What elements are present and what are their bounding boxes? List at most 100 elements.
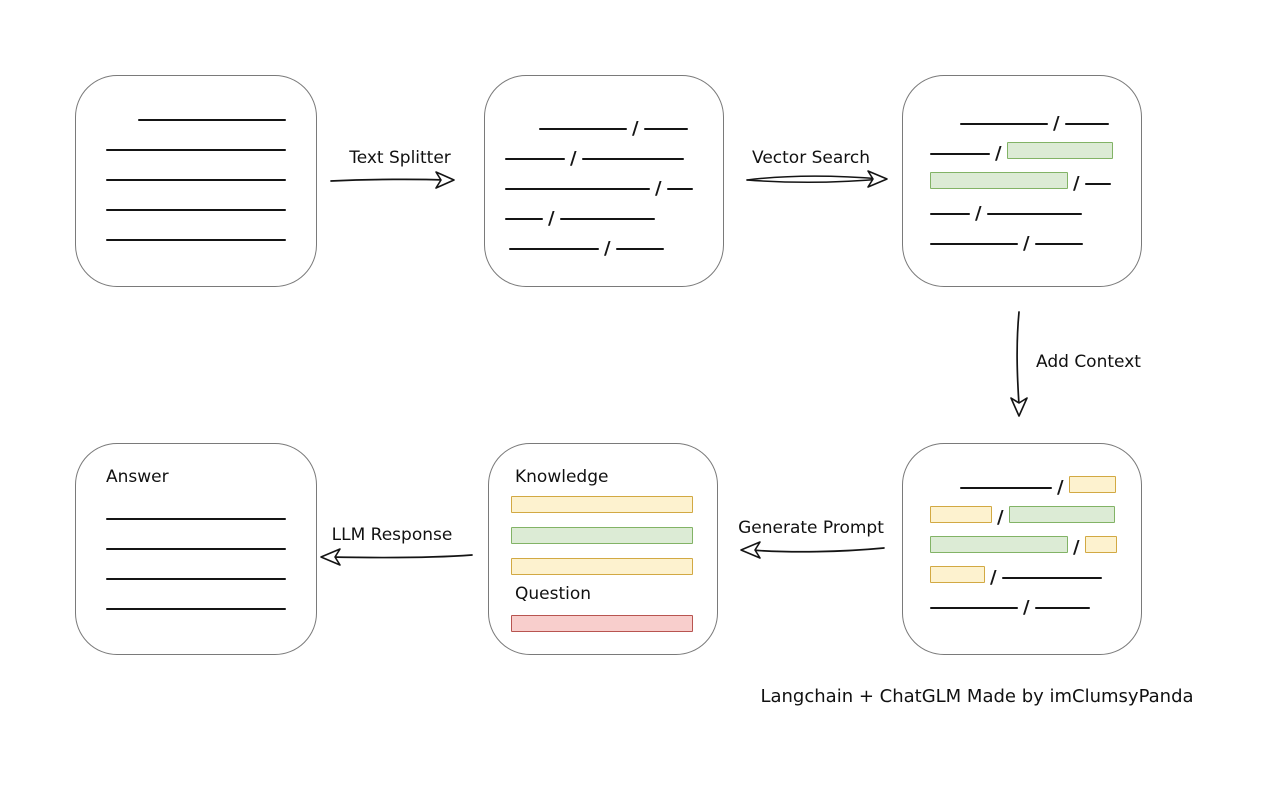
text-row (511, 527, 717, 544)
text-line (930, 243, 1018, 245)
document-rows (76, 76, 316, 245)
prompt-box: Knowledge Question (488, 443, 718, 655)
text-line (643, 128, 688, 130)
text-line (1034, 607, 1090, 609)
text-row: / (505, 147, 723, 169)
context-box: / / / / / (902, 443, 1142, 655)
text-row (106, 108, 316, 125)
slash-separator: / (655, 178, 662, 199)
text-line (106, 518, 286, 520)
text-line (505, 218, 543, 220)
text-row (106, 168, 316, 185)
indent-spacer (505, 133, 539, 134)
chunk-yellow (1068, 476, 1116, 493)
vector-search-label: Vector Search (752, 148, 870, 168)
text-row: / (505, 207, 723, 229)
text-line (106, 149, 286, 151)
text-row: / (930, 232, 1141, 254)
text-line (106, 179, 286, 181)
split-text-box: / / / / / (484, 75, 724, 287)
text-row: / (930, 476, 1141, 498)
text-line (666, 188, 693, 190)
chunk-yellow (1084, 536, 1117, 553)
text-line (1084, 183, 1111, 185)
answer-box: Answer (75, 443, 317, 655)
text-line (505, 188, 650, 190)
vector-search-arrow (746, 170, 888, 188)
slash-separator: / (604, 238, 611, 259)
chunk-green (511, 527, 693, 544)
text-line (138, 119, 286, 121)
text-row: / (930, 566, 1141, 588)
indent-spacer (505, 253, 509, 254)
text-line (581, 158, 684, 160)
chunk-yellow (511, 558, 693, 575)
chunk-yellow (511, 496, 693, 513)
text-line (106, 608, 286, 610)
indent-spacer (106, 124, 138, 125)
text-line (1064, 123, 1109, 125)
knowledge-bars (511, 496, 717, 575)
text-line (1034, 243, 1083, 245)
text-row (106, 537, 316, 554)
text-line (106, 209, 286, 211)
generate-prompt-label: Generate Prompt (738, 518, 884, 538)
slash-separator: / (632, 118, 639, 139)
text-row (511, 615, 717, 632)
text-row: / (930, 172, 1141, 193)
slash-separator: / (997, 507, 1004, 528)
chunk-green (1008, 506, 1115, 523)
llm-response-arrow (320, 548, 473, 566)
slash-separator: / (975, 203, 982, 224)
add-context-arrow (1010, 311, 1028, 417)
slash-separator: / (1053, 113, 1060, 134)
generate-prompt-arrow (740, 541, 885, 559)
text-row: / (930, 112, 1141, 134)
text-row: / (505, 237, 723, 259)
question-bar (511, 615, 717, 632)
chunk-yellow (930, 566, 985, 583)
slash-separator: / (570, 148, 577, 169)
text-line (505, 158, 565, 160)
text-splitter-arrow (330, 171, 455, 189)
text-line (960, 123, 1048, 125)
text-row (106, 597, 316, 614)
add-context-label: Add Context (1036, 352, 1141, 372)
text-row (106, 567, 316, 584)
vector-store-rows: / / / / / (903, 76, 1141, 254)
text-row: / (930, 202, 1141, 224)
context-rows: / / / / / (903, 444, 1141, 617)
text-line (539, 128, 627, 130)
text-line (559, 218, 655, 220)
text-line (960, 487, 1052, 489)
chunk-yellow (930, 506, 992, 523)
text-line (106, 239, 286, 241)
slash-separator: / (1073, 537, 1080, 558)
text-line (615, 248, 664, 250)
text-line (986, 213, 1082, 215)
slash-separator: / (1023, 233, 1030, 254)
knowledge-label: Knowledge (515, 467, 609, 487)
document-box (75, 75, 317, 287)
answer-label: Answer (106, 467, 169, 487)
text-row: / (930, 142, 1141, 164)
text-row (106, 138, 316, 155)
text-line (106, 548, 286, 550)
indent-spacer (930, 492, 960, 493)
slash-separator: / (990, 567, 997, 588)
text-line (509, 248, 599, 250)
text-row: / (930, 596, 1141, 617)
question-label: Question (515, 584, 592, 604)
diagram-caption: Langchain + ChatGLM Made by imClumsyPand… (760, 686, 1194, 707)
vector-store-box: / / / / / (902, 75, 1142, 287)
slash-separator: / (1057, 477, 1064, 498)
text-line (930, 213, 970, 215)
indent-spacer (930, 128, 960, 129)
split-text-rows: / / / / / (485, 76, 723, 259)
chunk-red (511, 615, 693, 632)
slash-separator: / (995, 143, 1002, 164)
slash-separator: / (548, 208, 555, 229)
text-row (106, 228, 316, 245)
text-row (106, 507, 316, 524)
